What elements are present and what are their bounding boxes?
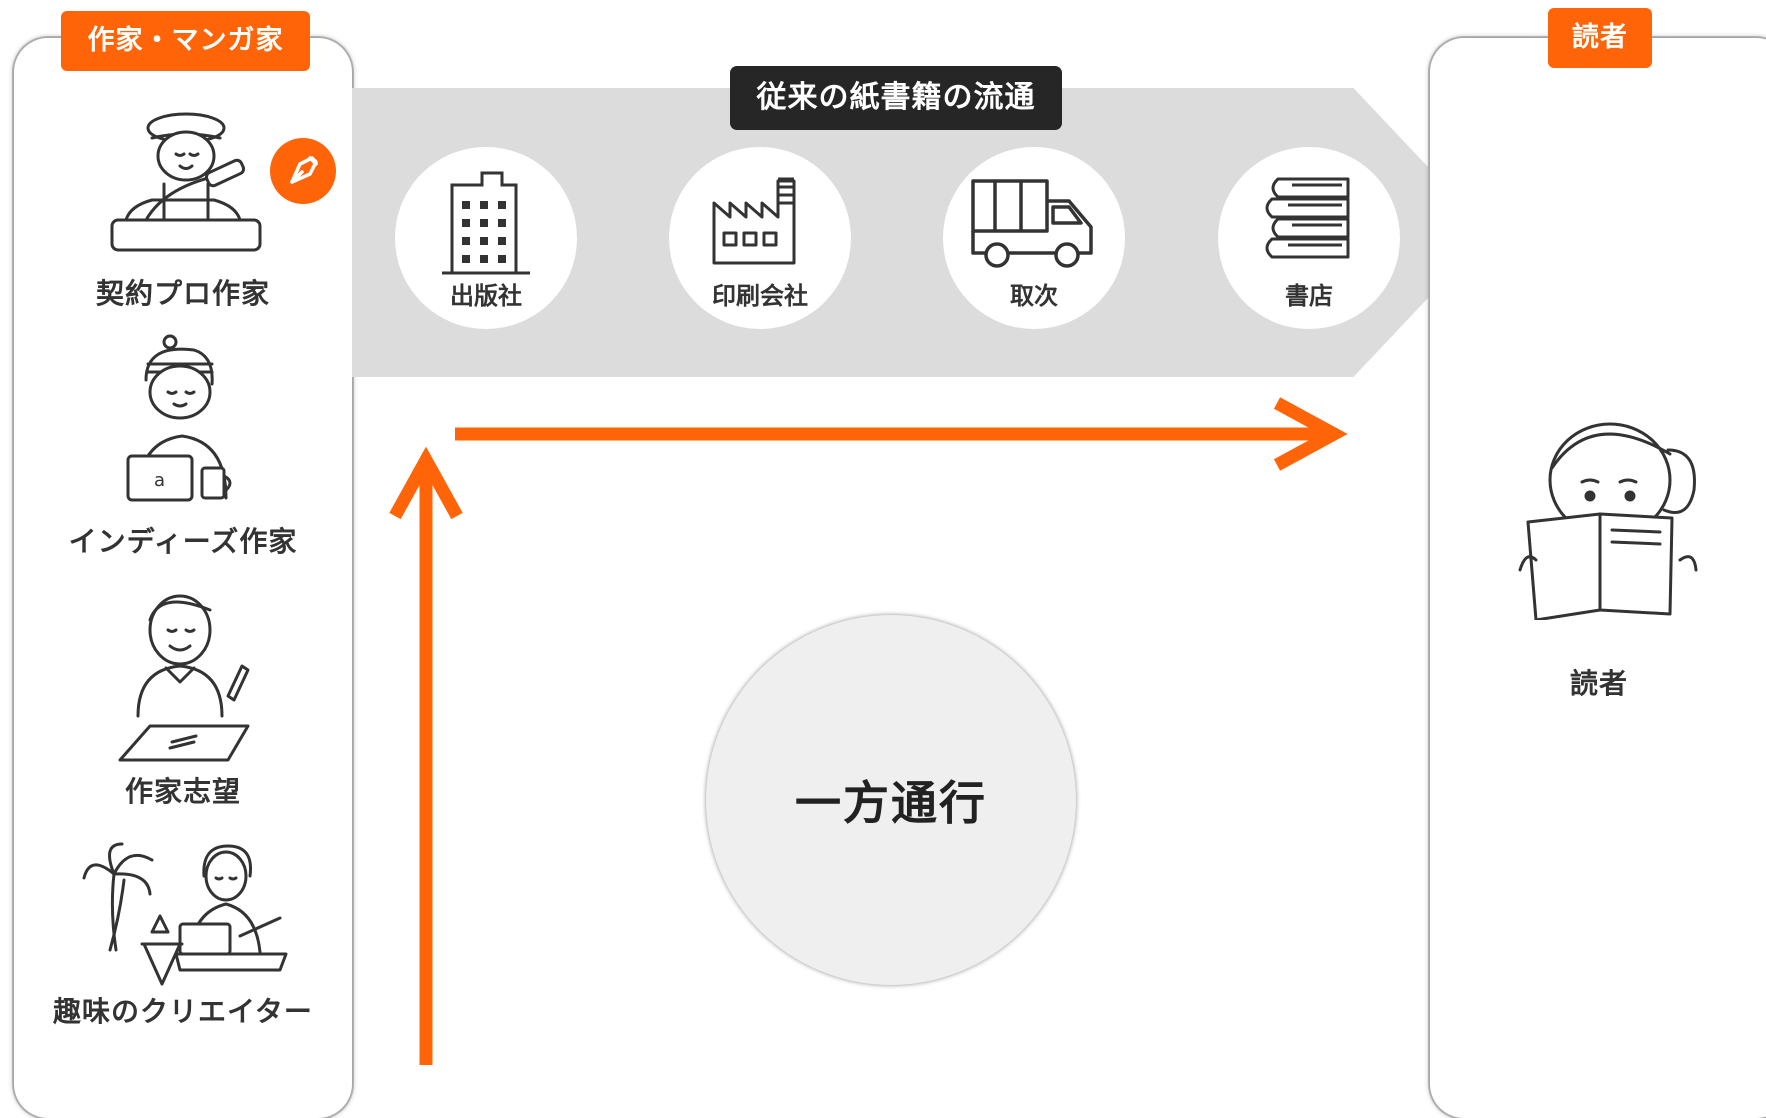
pro-writer-illustration (106, 108, 266, 262)
flow-node-printer: 印刷会社 (669, 147, 851, 329)
pen-nib-badge (270, 138, 336, 204)
writers-tag: 作家・マンガ家 (61, 11, 310, 71)
flow-node-publisher: 出版社 (395, 147, 577, 329)
flow-node-distributor: 取次 (943, 147, 1125, 329)
flow-node-bookstore: 書店 (1218, 147, 1400, 329)
svg-text:a: a (154, 470, 165, 491)
pen-nib-icon (290, 156, 318, 184)
node-label-publisher: 出版社 (450, 282, 522, 310)
reader-illustration (1518, 410, 1708, 624)
aspiring-writer-label: 作家志望 (124, 775, 241, 808)
factory-icon (712, 177, 796, 265)
indie-writer-label: インディーズ作家 (68, 525, 298, 558)
horizontal-arrow-head (1273, 397, 1348, 471)
one-way-arrows (389, 397, 1348, 1065)
vertical-arrow-head (389, 446, 463, 520)
node-label-bookstore: 書店 (1285, 282, 1333, 310)
flow-title: 従来の紙書籍の流通 (730, 66, 1062, 130)
reader-label: 読者 (1569, 667, 1628, 700)
aspiring-writer-illustration (110, 590, 260, 770)
hobby-creator-label: 趣味のクリエイター (53, 995, 313, 1028)
office-building-icon (442, 171, 530, 275)
one-way-circle: 一方通行 (706, 615, 1076, 985)
node-label-distributor: 取次 (1010, 282, 1058, 310)
indie-writer-illustration: a (118, 334, 248, 514)
pro-writer-label: 契約プロ作家 (95, 277, 270, 310)
readers-tag: 読者 (1548, 8, 1652, 68)
truck-icon (971, 179, 1093, 268)
hobby-creator-illustration (80, 840, 290, 994)
one-way-text: 一方通行 (795, 776, 987, 830)
book-stack-icon (1265, 177, 1350, 259)
node-label-printer: 印刷会社 (712, 282, 808, 310)
